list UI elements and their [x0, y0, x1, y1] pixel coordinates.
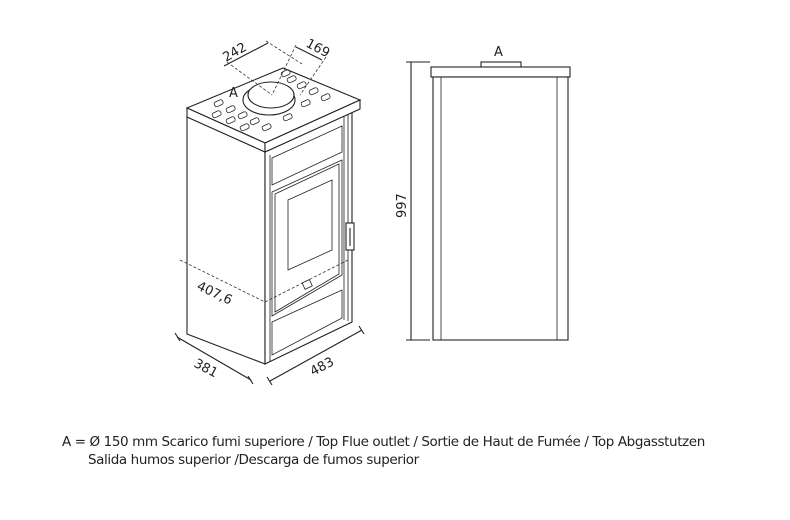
body-side: [432, 76, 569, 341]
caption-line-2: Salida humos superior /Descarga de fumos…: [88, 452, 419, 468]
isometric-view: A 242 169 407,6 381 483: [174, 36, 365, 386]
dim-flue-x: 242: [221, 40, 250, 65]
door: [271, 159, 343, 317]
top-plate-side: [430, 66, 571, 78]
dim-width: 483: [308, 355, 337, 380]
flue-caption: A = Ø 150 mm Scarico fumi superiore / To…: [62, 433, 705, 469]
side-panel: [186, 115, 266, 365]
flue-outlet: [242, 81, 296, 116]
dim-height: 997: [395, 193, 410, 218]
ash-drawer: [271, 289, 343, 356]
flue-marker-iso: A: [229, 86, 238, 101]
door-glass: [287, 179, 333, 271]
flue-marker-side: A: [494, 45, 503, 60]
upper-panel: [271, 125, 343, 186]
vent-slots: [211, 69, 331, 132]
caption-line-1: A = Ø 150 mm Scarico fumi superiore / To…: [62, 434, 705, 450]
side-view: A 997: [395, 45, 571, 341]
flue-dimension-lines: [223, 40, 327, 96]
